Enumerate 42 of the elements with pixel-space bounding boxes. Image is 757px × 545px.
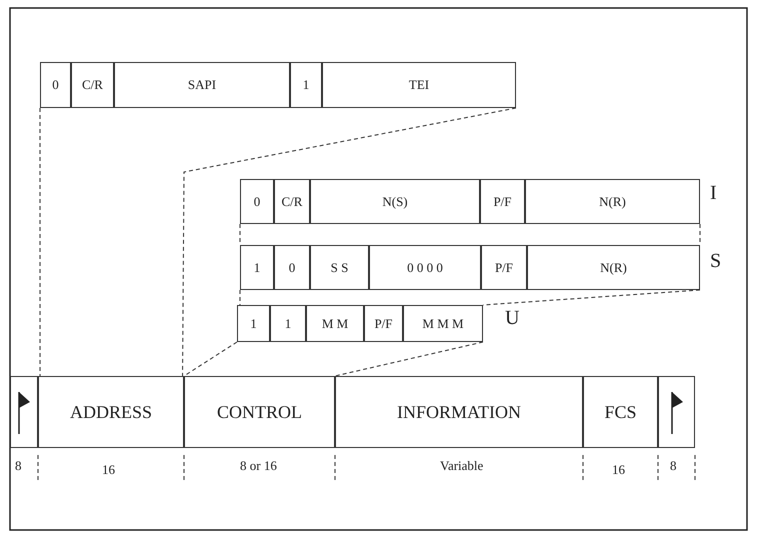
bit-field: P/F [364,305,403,342]
expansion-line [334,342,484,376]
expansion-line [239,290,240,306]
frame-type-label: I [710,182,717,205]
bit-field: TEI [322,62,516,108]
bit-field: C/R [71,62,114,108]
bit-field: 0 [274,245,310,290]
flag-field [658,376,695,448]
frame-field: INFORMATION [335,376,583,448]
bit-field: S S [310,245,369,290]
frame-field: ADDRESS [38,376,184,448]
bit-field: 0 [240,179,274,224]
bit-field: 0 [40,62,71,108]
flag-field [10,376,38,448]
field-length: 16 [612,462,625,478]
bit-field: N(S) [310,179,480,224]
bit-field: N(R) [525,179,700,224]
expansion-line [184,342,238,376]
frame-field: FCS [583,376,658,448]
bit-field: P/F [481,245,527,290]
field-length: 8 or 16 [240,458,277,474]
bit-field: 1 [290,62,322,108]
bit-field: N(R) [527,245,700,290]
bit-field: SAPI [114,62,290,108]
expansion-line [182,108,516,376]
field-length: Variable [440,458,484,474]
field-length: 16 [102,462,115,478]
expansion-line [482,290,700,306]
frame-type-label: U [505,307,520,330]
bit-field: P/F [480,179,525,224]
frame-type-label: S [710,250,722,273]
field-length: 8 [15,458,22,474]
bit-field: 0 0 0 0 [369,245,481,290]
bit-field: 1 [240,245,274,290]
expansion-line [40,108,41,376]
bit-field: 1 [237,305,270,342]
bit-field: M M [306,305,364,342]
bit-field: 1 [270,305,306,342]
frame-field: CONTROL [184,376,335,448]
bit-field: M M M [403,305,483,342]
bit-field: C/R [274,179,310,224]
field-length: 8 [670,458,676,474]
